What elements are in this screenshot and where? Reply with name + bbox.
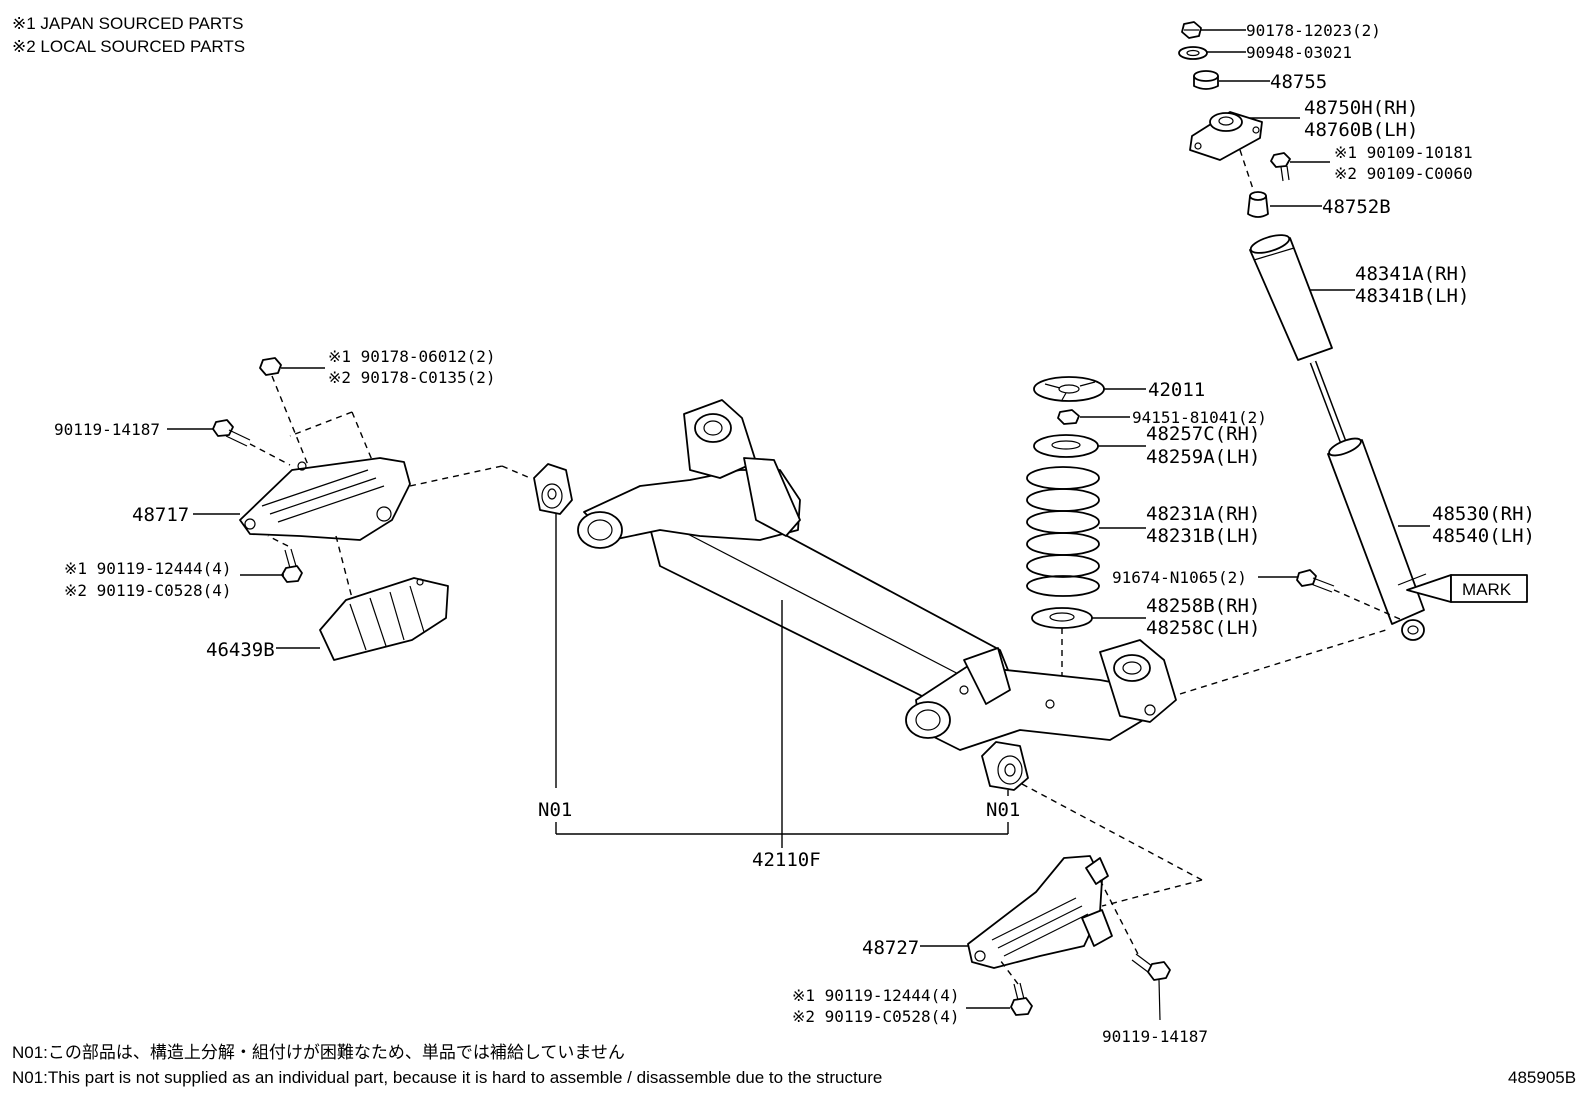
label-48530: 48530(RH) bbox=[1432, 503, 1535, 525]
label-90119-12444-left: ※1 90119-12444(4) bbox=[64, 559, 232, 578]
label-48755: 48755 bbox=[1270, 71, 1327, 93]
bushing-right bbox=[981, 741, 1029, 791]
label-48257c: 48257C(RH) bbox=[1146, 423, 1260, 445]
label-42110f: 42110F bbox=[752, 849, 821, 871]
label-90178-12023: 90178-12023(2) bbox=[1246, 21, 1381, 40]
nut-90178-12023 bbox=[1181, 21, 1202, 39]
cover-46439b bbox=[319, 577, 449, 661]
note-n01-english: N01:This part is not supplied as an indi… bbox=[12, 1068, 882, 1087]
label-90119-14187-left: 90119-14187 bbox=[54, 420, 160, 439]
spring-stack bbox=[1026, 376, 1403, 680]
label-48750h: 48750H(RH) bbox=[1304, 97, 1418, 119]
note-local-sourced: ※2 LOCAL SOURCED PARTS bbox=[12, 37, 245, 56]
right-bracket-group bbox=[920, 855, 1203, 1021]
dust-cover-48341 bbox=[1249, 234, 1333, 361]
label-48258b: 48258B(RH) bbox=[1146, 595, 1260, 617]
label-48717: 48717 bbox=[132, 504, 189, 526]
suspension-support-48750h bbox=[1189, 111, 1263, 161]
label-42011: 42011 bbox=[1148, 379, 1205, 401]
label-48231b: 48231B(LH) bbox=[1146, 525, 1260, 547]
label-90109-10181: ※1 90109-10181 bbox=[1334, 143, 1473, 162]
bracket-48717 bbox=[239, 457, 411, 541]
mark-label: MARK bbox=[1462, 580, 1512, 599]
nut-90178-06012 bbox=[259, 357, 282, 376]
cushion-48755 bbox=[1193, 70, 1219, 90]
label-90119-c0528-left: ※2 90119-C0528(4) bbox=[64, 581, 232, 600]
bushing-left bbox=[533, 463, 573, 515]
label-90178-c0135: ※2 90178-C0135(2) bbox=[328, 368, 496, 387]
bolt-90119-14187-left bbox=[212, 419, 251, 447]
label-48231a: 48231A(RH) bbox=[1146, 503, 1260, 525]
note-japan-sourced: ※1 JAPAN SOURCED PARTS bbox=[12, 14, 244, 33]
bolt-90119-14187-right bbox=[1131, 953, 1171, 1021]
n01-label-left: N01 bbox=[538, 799, 572, 821]
label-48540: 48540(LH) bbox=[1432, 525, 1535, 547]
label-90119-12444-right: ※1 90119-12444(4) bbox=[792, 986, 960, 1005]
label-94151-81041: 94151-81041(2) bbox=[1132, 408, 1267, 427]
shock-mount-stack: MARK bbox=[1178, 21, 1528, 641]
bracket-48727 bbox=[967, 855, 1113, 969]
diagram-id: 485905B bbox=[1508, 1068, 1576, 1087]
n01-label-right: N01 bbox=[986, 799, 1020, 821]
insulator-48257c bbox=[1033, 434, 1099, 458]
coil-spring-48231 bbox=[1026, 466, 1100, 597]
label-90178-06012: ※1 90178-06012(2) bbox=[328, 347, 496, 366]
bolt-91674-n1065 bbox=[1296, 569, 1335, 593]
label-48258c: 48258C(LH) bbox=[1146, 617, 1260, 639]
nut-94151-81041 bbox=[1057, 409, 1080, 425]
label-48341b: 48341B(LH) bbox=[1355, 285, 1469, 307]
left-bracket-group bbox=[167, 357, 531, 661]
label-90109-c0060: ※2 90109-C0060 bbox=[1334, 164, 1473, 183]
label-90119-c0528-right: ※2 90119-C0528(4) bbox=[792, 1007, 960, 1026]
bumper-48752b bbox=[1247, 191, 1269, 218]
lower-insulator-48258b bbox=[1031, 607, 1093, 629]
label-46439b: 46439B bbox=[206, 639, 275, 661]
spring-seat-42011 bbox=[1033, 376, 1105, 402]
bolt-90109 bbox=[1270, 152, 1291, 182]
label-48760b: 48760B(LH) bbox=[1304, 119, 1418, 141]
bolt-90119-12444-right bbox=[1010, 982, 1033, 1016]
bolt-90119-12444-left bbox=[281, 548, 303, 583]
label-90948-03021: 90948-03021 bbox=[1246, 43, 1352, 62]
label-48727: 48727 bbox=[862, 937, 919, 959]
shock-absorber-48530 bbox=[1309, 360, 1427, 641]
label-90119-14187-right: 90119-14187 bbox=[1102, 1027, 1208, 1046]
label-48341a: 48341A(RH) bbox=[1355, 263, 1469, 285]
note-n01-japanese: N01:この部品は、構造上分解・組付けが困難なため、単品では補給していません bbox=[12, 1043, 625, 1062]
label-91674-n1065: 91674-N1065(2) bbox=[1112, 568, 1247, 587]
label-48752b: 48752B bbox=[1322, 196, 1391, 218]
washer-90948-03021 bbox=[1178, 46, 1208, 60]
label-48259a: 48259A(LH) bbox=[1146, 446, 1260, 468]
mark-callout: MARK bbox=[1406, 574, 1528, 603]
axle-beam-42110f bbox=[577, 399, 1177, 751]
